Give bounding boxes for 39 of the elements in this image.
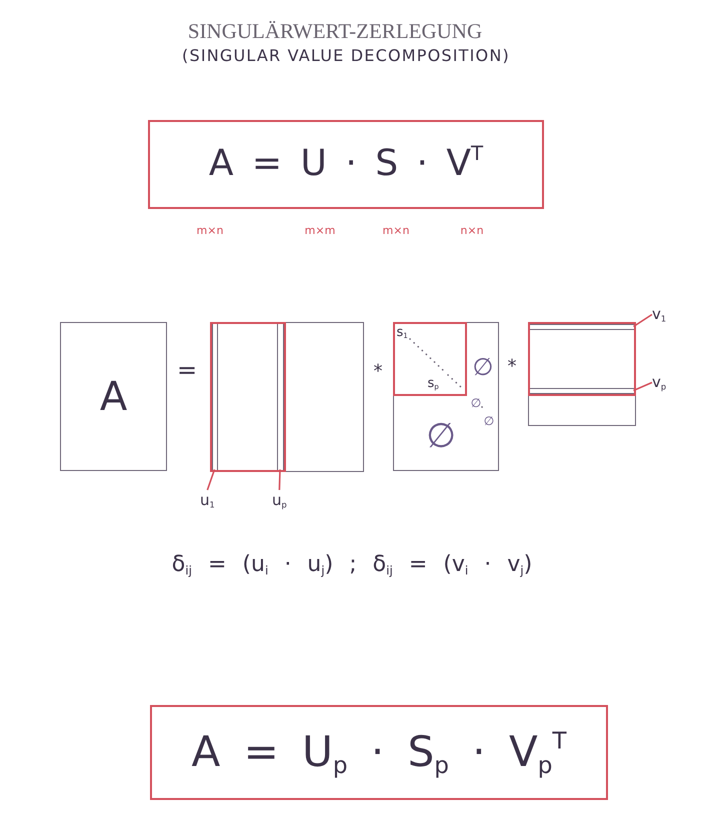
matrix-column [276,324,284,470]
matrix-box [393,322,499,471]
leader-line [206,469,216,490]
dimension-label: n×n [460,224,484,238]
matrix-row [530,324,634,330]
dimension-label: m×m [304,224,336,238]
vector-label: u$_{1}$ [200,490,215,511]
formula-box [150,705,608,800]
equation: δ$_{ij}$ = (u$_{i}$ · u$_{j}$) ; δ$_{ij}$ = (v$_{i}$ · v$_{j}$) [172,551,532,580]
matrix-column [212,324,218,470]
diagonal-entry: s$_{1}$ [396,324,408,342]
matrix-box [528,322,636,426]
formula-box [148,120,544,209]
operator: * [508,355,516,378]
leader-line [633,314,652,328]
vector-label: v$_{p}$ [652,372,666,393]
submatrix-outline [210,322,286,472]
operator: * [374,360,382,384]
formula-text: A = U · S · V$^{T}$ [208,141,484,186]
subtitle: (SINGULAR VALUE DECOMPOSITION) [182,46,510,67]
matrix-label: A [100,372,128,422]
vector-label: v$_{1}$ [652,304,666,325]
matrix-row [530,388,634,394]
zero-entry: ∅ [470,396,482,412]
title: SINGULÄRWERT-ZERLEGUNG [188,18,482,45]
leader-line [278,469,281,490]
submatrix-outline [528,322,636,396]
vector-label: u$_{p}$ [272,490,287,511]
zero-entry: ∅ [472,352,494,383]
operator: = [176,355,198,386]
dimension-label: m×n [382,224,410,238]
matrix-box [60,322,167,471]
diagonal-entry: s$_{p}$ [428,374,439,393]
leader-line [633,382,652,392]
zero-entry: ∅ [484,414,494,430]
matrix-box [210,322,364,472]
dimension-label: m×n [196,224,224,238]
submatrix-outline [392,322,466,396]
zero-entry: ∅ [426,415,456,458]
